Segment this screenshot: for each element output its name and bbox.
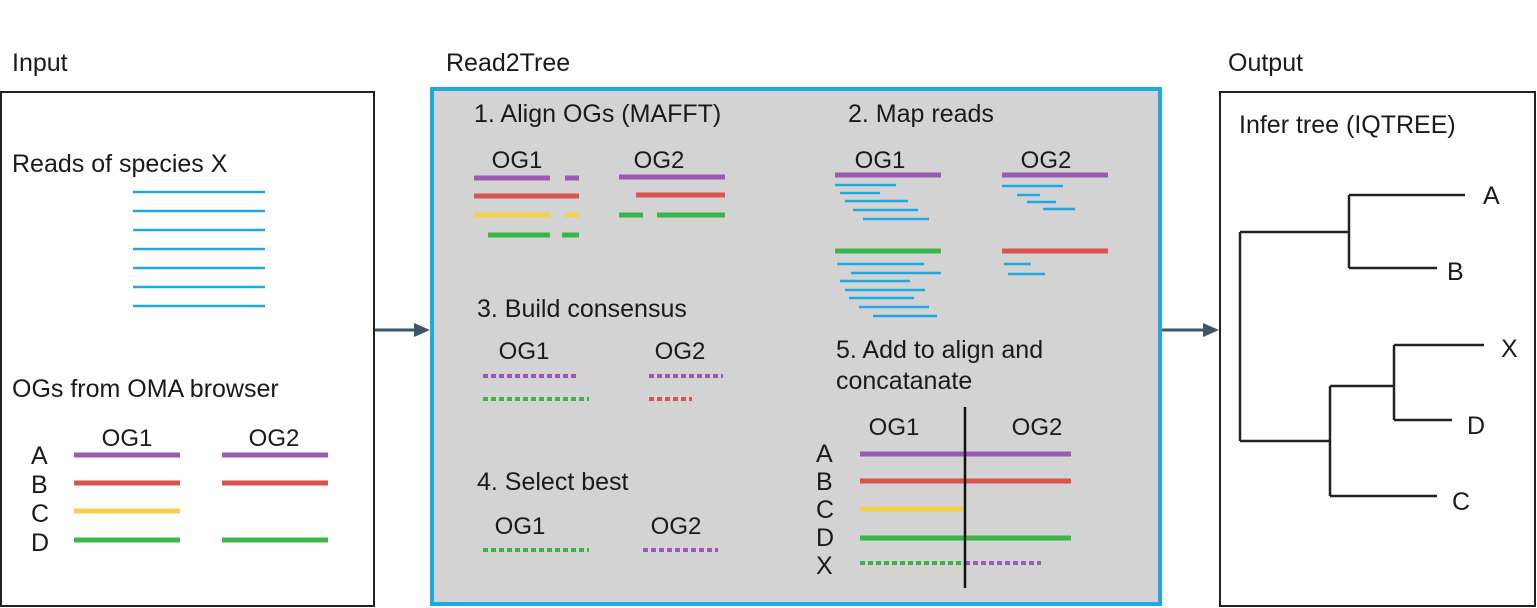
flow-arrows [375, 323, 1219, 337]
leaf-b: B [1447, 258, 1464, 286]
step5-add-to-alignment: 5. Add to align and concatanate OG1 OG2 … [816, 336, 1071, 588]
tree-title: Infer tree (IQTREE) [1239, 111, 1456, 139]
step5-title-line1: 5. Add to align and [836, 336, 1043, 364]
input-section: Input Reads of species X OGs from OMA br… [0, 49, 375, 607]
leaf-x: X [1501, 335, 1518, 363]
step3-og2-label: OG2 [655, 338, 706, 365]
read2tree-section: Read2Tree 1. Align OGs (MAFFT) OG1 OG2 [430, 49, 1162, 606]
step3-build-consensus: 3. Build consensus OG1 OG2 [477, 295, 723, 401]
read2tree-title: Read2Tree [446, 49, 570, 77]
step5-species-c: C [816, 496, 834, 524]
step1-og2-label: OG2 [634, 147, 685, 174]
step3-og1-label: OG1 [499, 338, 550, 365]
species-b-label: B [31, 471, 48, 499]
step5-species-a: A [816, 440, 833, 468]
step4-og2-label: OG2 [651, 513, 702, 540]
step1-og1-label: OG1 [492, 147, 543, 174]
output-panel [1219, 91, 1536, 607]
step4-title: 4. Select best [477, 468, 629, 496]
species-x-reads [133, 190, 265, 308]
mapped-reads [835, 183, 1075, 318]
arrow-head-icon [1203, 323, 1219, 337]
reads-title: Reads of species X [12, 150, 228, 178]
step2-title: 2. Map reads [848, 100, 994, 128]
og2-label: OG2 [249, 425, 300, 452]
species-a-label: A [31, 442, 48, 470]
leaf-d: D [1467, 412, 1485, 440]
species-d-label: D [31, 529, 49, 557]
step5-species-x: X [816, 552, 833, 580]
phylogenetic-tree [1238, 193, 1484, 498]
step4-og1-label: OG1 [495, 513, 546, 540]
step5-species-b: B [816, 468, 833, 496]
step2-og1-label: OG1 [855, 147, 906, 174]
step5-title-line2: concatanate [836, 367, 972, 395]
input-og-bars [74, 452, 328, 543]
step2-map-reads: 2. Map reads OG1 OG2 [835, 100, 1108, 318]
input-title: Input [12, 49, 68, 77]
leaf-c: C [1452, 488, 1470, 516]
step1-title: 1. Align OGs (MAFFT) [474, 100, 721, 128]
step5-og2-label: OG2 [1012, 414, 1063, 441]
step5-og1-label: OG1 [869, 414, 920, 441]
output-title: Output [1228, 49, 1303, 77]
step1-align-ogs: 1. Align OGs (MAFFT) OG1 OG2 [474, 100, 725, 238]
step5-species-d: D [816, 524, 834, 552]
step4-select-best: 4. Select best OG1 OG2 [477, 468, 718, 552]
output-section: Output Infer tree (IQTREE) A B X D C [1219, 49, 1536, 607]
input-panel [0, 91, 375, 607]
step2-og2-label: OG2 [1021, 147, 1072, 174]
arrow-head-icon [414, 323, 430, 337]
leaf-a: A [1483, 182, 1500, 210]
species-c-label: C [31, 500, 49, 528]
og1-label: OG1 [102, 425, 153, 452]
step3-title: 3. Build consensus [477, 295, 687, 323]
ogs-title: OGs from OMA browser [12, 375, 279, 403]
